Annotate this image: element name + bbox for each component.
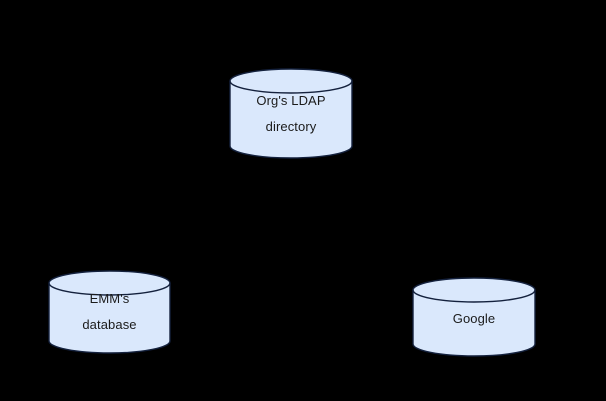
node-emm-database[interactable]: EMM's database — [48, 270, 171, 354]
database-cylinder-icon — [229, 68, 353, 159]
database-cylinder-icon — [48, 270, 171, 354]
database-cylinder-icon — [412, 277, 536, 357]
node-org-ldap-directory[interactable]: Org's LDAP directory — [229, 68, 353, 159]
node-google[interactable]: Google — [412, 277, 536, 357]
